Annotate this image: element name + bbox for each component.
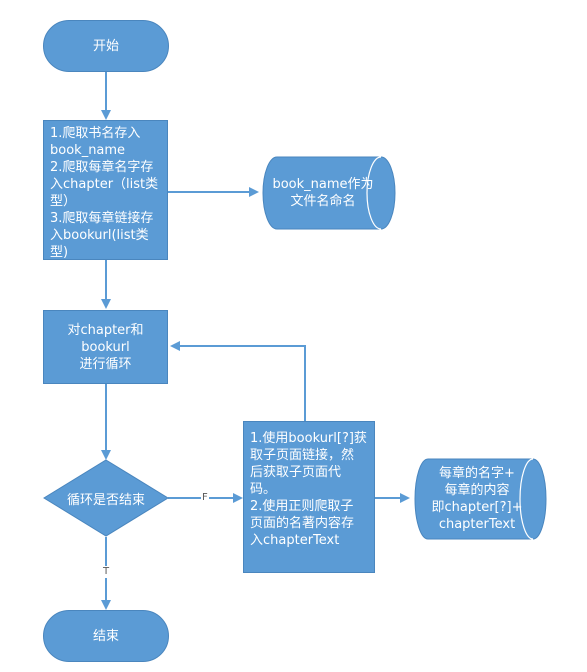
process-line: 入chapterText [250, 533, 340, 548]
process-line: 进行循环 [79, 356, 132, 372]
start-terminal: 开始 [43, 20, 169, 72]
process-line: 入bookurl(list类型) [50, 228, 149, 260]
storage-line: chapterText [438, 517, 516, 532]
process-line: 型） [50, 194, 77, 209]
true-edge-label: T [102, 566, 111, 578]
process-line: 3.爬取每章链接存 [50, 211, 154, 226]
storage-line: 每章的名字+ [439, 466, 515, 481]
process-line: 码。 [250, 482, 277, 497]
storage-line: 文件名命名 [290, 194, 356, 209]
scrape-book-process: 1.爬取书名存入 book_name 2.爬取每章名字存 入chapter（li… [43, 120, 168, 260]
loop-process: 对chapter和bookurl 进行循环 [43, 310, 168, 384]
process-line: 后获取子页面代 [250, 465, 342, 480]
decision-label: 循环是否结束 [66, 492, 145, 508]
scrape-chapter-process: 1.使用bookurl[?]获 取子页面链接，然 后获取子页面代 码。 2.使用… [243, 421, 375, 573]
process-line: 2.爬取每章名字存 [50, 160, 154, 175]
end-label: 结束 [92, 628, 119, 644]
process-line: 2.使用正则爬取子 [250, 499, 354, 514]
process-line: 入chapter（list类 [50, 177, 159, 192]
storage-line: 每章的内容 [444, 483, 510, 498]
process-line: book_name [50, 143, 126, 158]
chapter-content-storage: 每章的名字+ 每章的内容 即chapter[?]+ chapterText [418, 459, 536, 539]
end-terminal: 结束 [43, 610, 169, 662]
process-line: 页面的名著内容存 [250, 516, 355, 531]
decision-diamond-shape [43, 459, 169, 537]
storage2-shape [414, 458, 547, 540]
process-line: 1.爬取书名存入 [50, 126, 141, 141]
process-line: 对chapter和bookurl [67, 322, 144, 355]
storage-line: book_name作为 [272, 177, 374, 192]
loop-end-decision: 循环是否结束 [44, 485, 168, 511]
process-line: 1.使用bookurl[?]获 [250, 431, 367, 446]
storage1-shape [262, 156, 396, 230]
edge-step2-back-to-loop [170, 341, 306, 421]
start-label: 开始 [92, 38, 119, 54]
book-name-storage: book_name作为 文件名命名 [263, 157, 383, 229]
storage-line: 即chapter[?]+ [431, 500, 523, 515]
process-line: 取子页面链接，然 [250, 448, 355, 463]
false-edge-label: F [201, 492, 209, 504]
